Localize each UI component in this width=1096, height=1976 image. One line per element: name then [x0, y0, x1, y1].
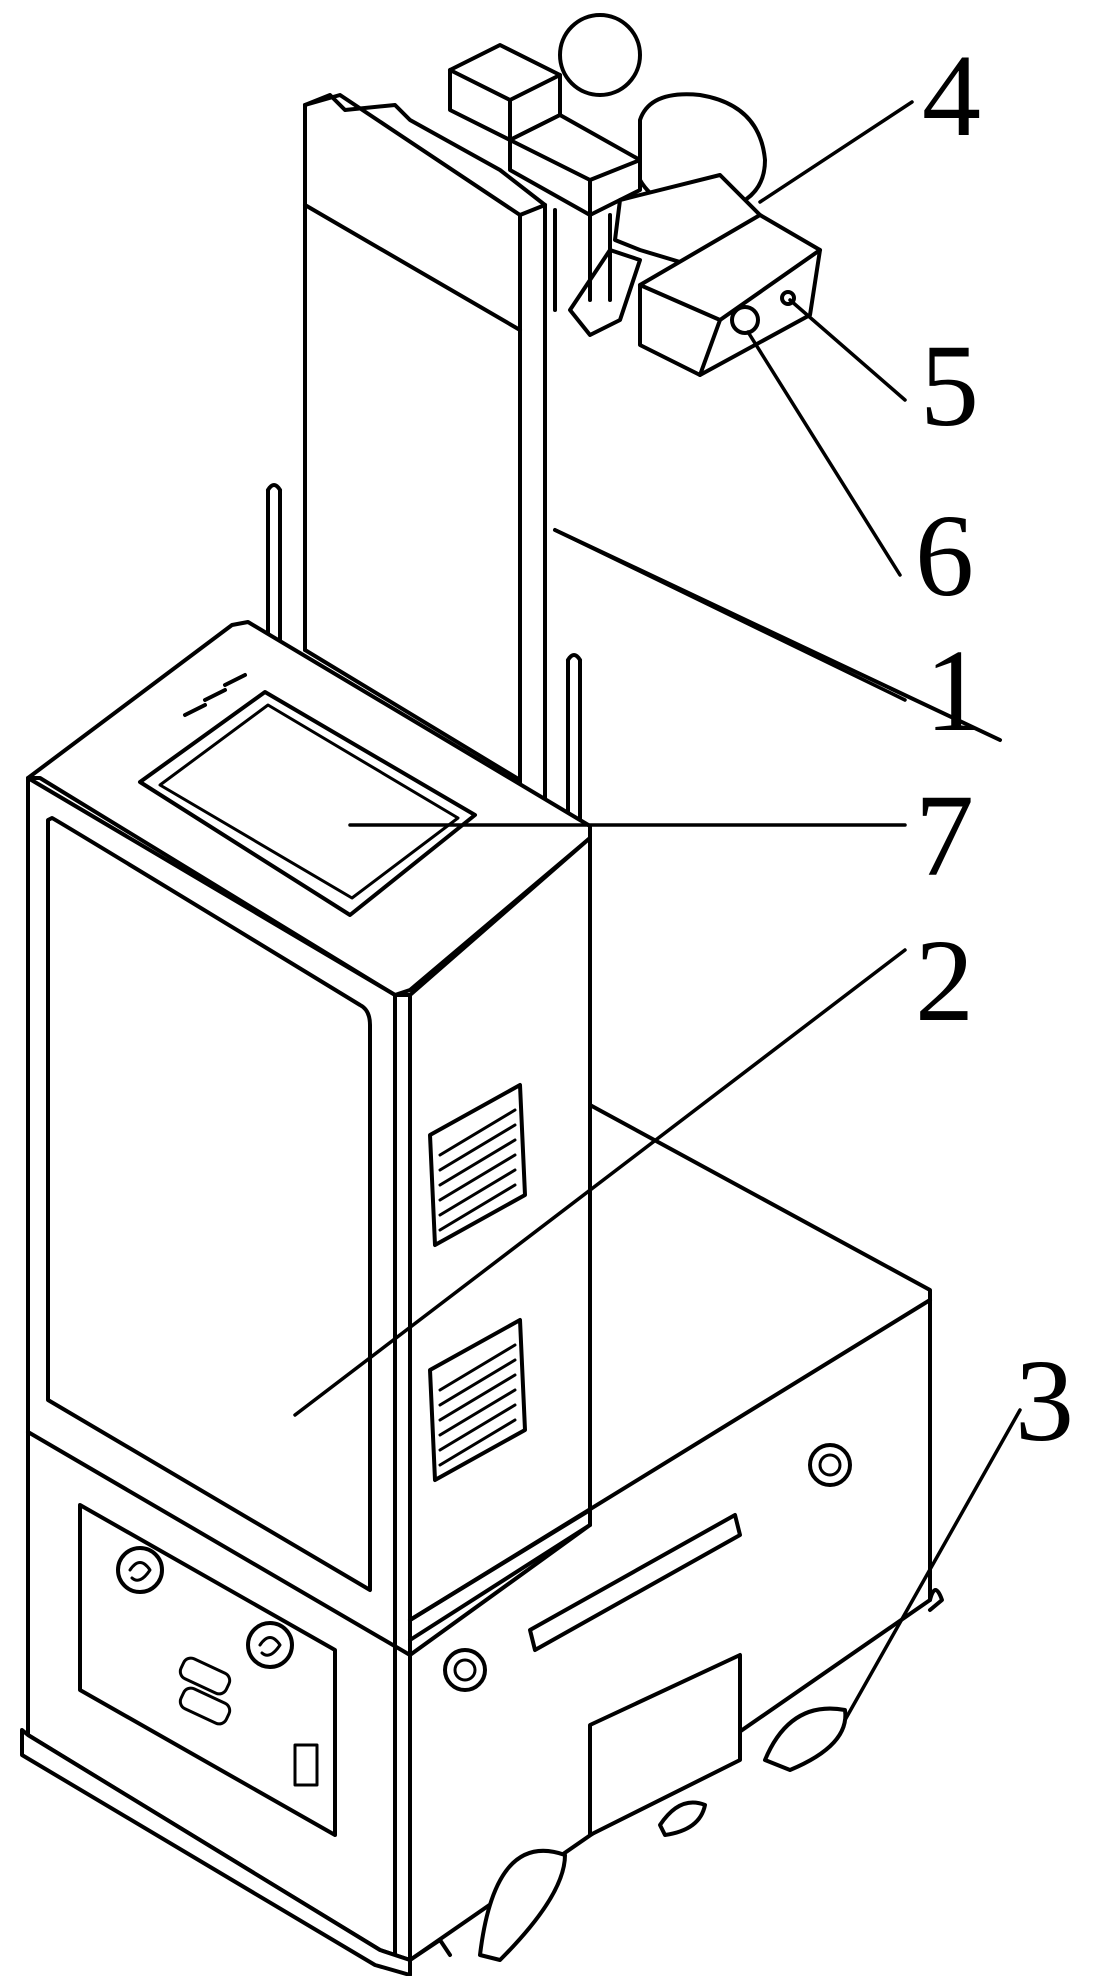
callout-7: 7: [915, 770, 974, 901]
leader-1: [553, 528, 907, 702]
touch-display: [138, 690, 477, 917]
lift-column: [266, 93, 1002, 822]
callout-1: 1: [925, 625, 984, 756]
leader-2: [293, 948, 907, 1417]
leader-6: [746, 330, 902, 577]
lower-panel: [78, 1503, 337, 1837]
callout-4: 4: [922, 30, 981, 161]
callout-6: 6: [915, 490, 974, 621]
leader-4: [758, 100, 914, 204]
chassis-base: [20, 1103, 932, 1976]
leader-lines: [293, 100, 1022, 1722]
callout-3: 3: [1015, 1335, 1074, 1466]
callout-labels: 4 5 6 1 7 2 3: [915, 30, 1074, 1466]
callout-2: 2: [915, 915, 974, 1046]
leader-3: [843, 1408, 1022, 1722]
vent-lower: [428, 1318, 527, 1482]
vent-upper: [428, 1083, 527, 1247]
leader-5: [788, 298, 907, 402]
arm-assembly: [448, 13, 822, 377]
drive-wheel: [478, 1588, 944, 1962]
callout-5: 5: [920, 320, 979, 451]
